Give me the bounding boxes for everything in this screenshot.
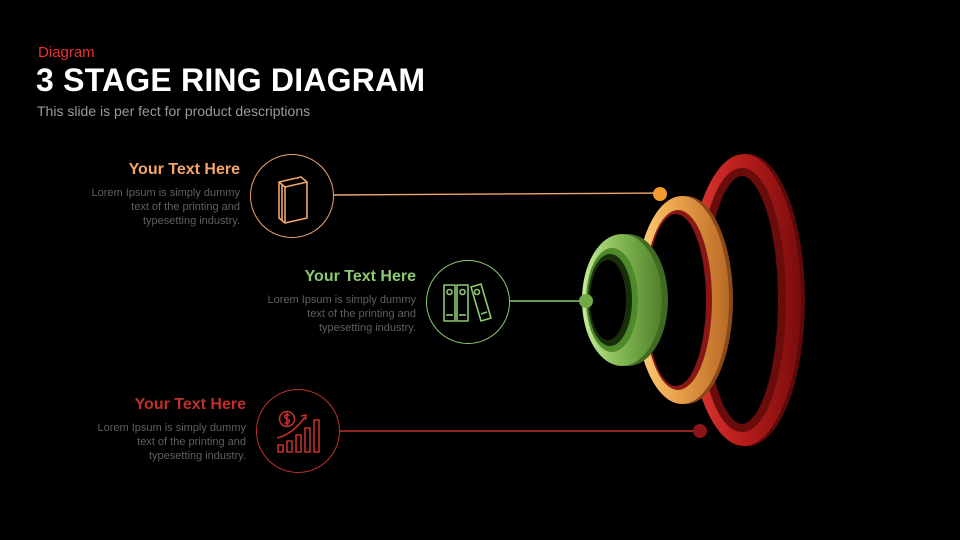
inner-ring [582,234,668,366]
stage-2-icon-badge [426,260,510,344]
stage-2-heading: Your Text Here [304,268,416,285]
financial-growth-icon [276,410,320,453]
connector-dot-stage-2 [579,294,593,308]
book-icon [278,176,308,224]
slide-tag: Diagram [38,44,95,61]
stage-3-description: Lorem Ipsum is simply dummy text of the … [97,422,246,462]
stage-1-heading: Your Text Here [128,161,240,178]
stage-1-description: Lorem Ipsum is simply dummy text of the … [91,187,240,227]
slide-title: 3 STAGE RING DIAGRAM [36,62,426,98]
middle-ring [635,196,733,404]
connector-dot-stage-3 [693,424,707,438]
stage-3-heading: Your Text Here [134,396,246,413]
binders-icon [443,283,492,322]
connector-dot-stage-1 [653,187,667,201]
connector-line-stage-1 [333,192,661,196]
slide-subtitle: This slide is per fect for product descr… [37,103,311,119]
stage-2-description: Lorem Ipsum is simply dummy text of the … [267,294,416,334]
stage-3-icon-badge [256,389,340,473]
stage-1-icon-badge [250,154,334,238]
